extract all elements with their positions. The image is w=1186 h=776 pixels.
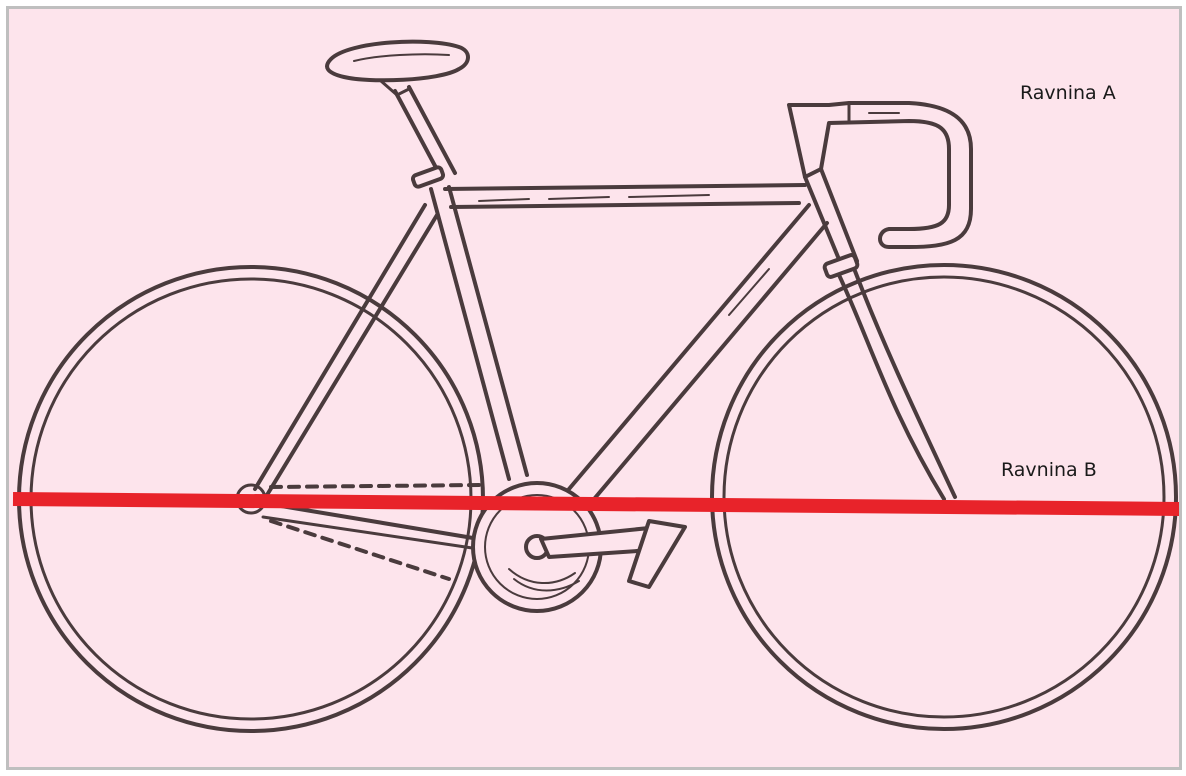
figure-frame: Ravnina A Ravnina B <box>6 6 1182 770</box>
bicycle-illustration <box>9 9 1182 770</box>
plane-b-label: Ravnina B <box>1001 459 1097 481</box>
plane-a-label: Ravnina A <box>1020 82 1116 104</box>
background <box>9 9 1182 770</box>
